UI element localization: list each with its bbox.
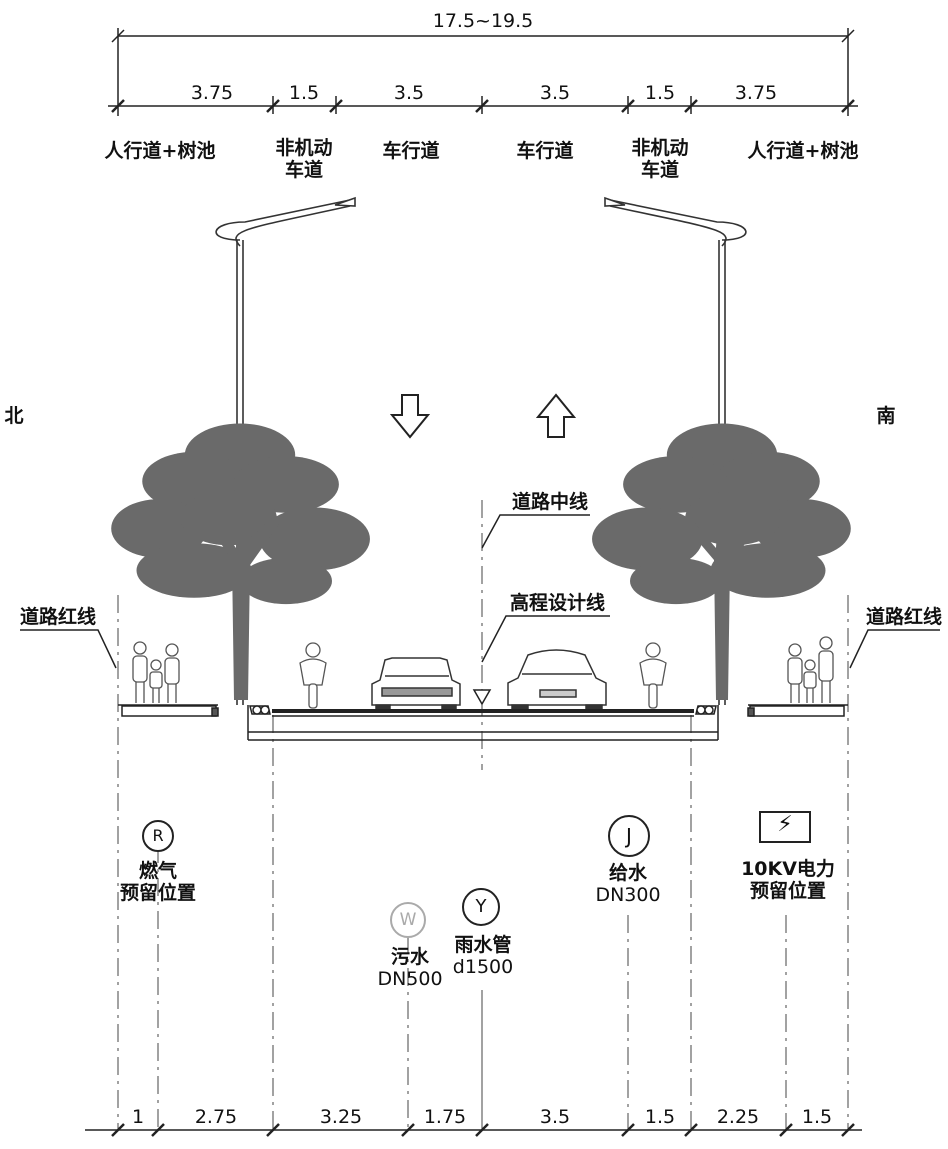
water-label-line1: 给水 [608,862,648,884]
bottom-dim-1: 1 [131,1106,145,1128]
top-dim-1: 3.75 [190,82,234,104]
gas-label: 燃气 预留位置 [120,860,196,904]
red-line-left-label: 道路红线 [20,606,97,628]
sewage-label: 污水 DN500 [377,946,442,990]
centerline-label: 道路中线 [512,491,589,513]
gas-label-line2: 预留位置 [119,882,197,904]
top-dim-4: 3.5 [539,82,571,104]
bottom-dim-4: 1.75 [423,1106,467,1128]
top-dim-2: 1.5 [288,82,320,104]
tree-left [111,423,370,700]
guide-lines [117,500,849,1130]
power-label-line1: 10KV电力 [741,858,835,880]
left-bike-lane-label: 非机动 车道 [275,137,332,181]
elevation-line-label: 高程设计线 [510,592,606,614]
top-dim-5: 1.5 [644,82,676,104]
top-dim-3: 3.5 [393,82,425,104]
top-dimension-lines [108,28,858,116]
cyclist-right [639,642,667,709]
direction-arrow-up [535,393,577,438]
storm-label: 雨水管 d1500 [453,934,513,978]
bottom-dim-2: 2.75 [194,1106,238,1128]
bottom-dim-5: 3.5 [539,1106,571,1128]
direction-arrow-down [389,394,431,439]
gas-label-line1: 燃气 [138,860,178,882]
tree-right [592,423,851,700]
power-label: 10KV电力 预留位置 [741,858,835,902]
gas-symbol: R [142,820,174,852]
car-left [371,657,461,712]
south-label: 南 [876,405,896,427]
power-icon: ⚡ [777,812,793,837]
bottom-dim-6: 1.5 [644,1106,676,1128]
top-dim-6: 3.75 [734,82,778,104]
right-bike-lane-line2: 车道 [640,159,680,181]
north-label: 北 [4,405,24,427]
storm-label-line2: d1500 [452,956,514,978]
power-symbol-box [759,811,811,843]
total-width-label: 17.5~19.5 [432,10,534,32]
bottom-dim-8: 1.5 [801,1106,833,1128]
sewage-symbol: W [390,902,426,938]
right-carriageway-label: 车行道 [516,140,574,162]
sewage-label-line2: DN500 [377,968,443,990]
pedestrians-right [787,636,834,703]
sewage-label-line1: 污水 [390,946,430,968]
left-sidewalk-label: 人行道+树池 [104,140,216,162]
water-label: 给水 DN300 [595,862,660,906]
car-right [507,649,607,712]
bottom-dim-7: 2.25 [716,1106,760,1128]
right-sidewalk-label: 人行道+树池 [747,140,859,162]
bottom-dim-3: 3.25 [319,1106,363,1128]
bottom-dimension-lines [85,1123,862,1137]
storm-label-line1: 雨水管 [454,934,512,956]
elevation-marker [472,689,492,706]
cyclist-left [299,642,327,709]
right-bike-lane-label: 非机动 车道 [631,137,688,181]
red-line-right-label: 道路红线 [866,606,943,628]
storm-symbol: Y [462,888,500,926]
left-bike-lane-line1: 非机动 [275,137,333,159]
water-symbol: J [608,815,650,857]
water-label-line2: DN300 [595,884,661,906]
road-structure [118,704,848,741]
right-bike-lane-line1: 非机动 [631,137,689,159]
leader-lines [20,514,940,669]
pedestrians-left [132,641,180,703]
left-bike-lane-line2: 车道 [284,159,324,181]
left-carriageway-label: 车行道 [382,140,440,162]
power-label-line2: 预留位置 [749,880,826,902]
